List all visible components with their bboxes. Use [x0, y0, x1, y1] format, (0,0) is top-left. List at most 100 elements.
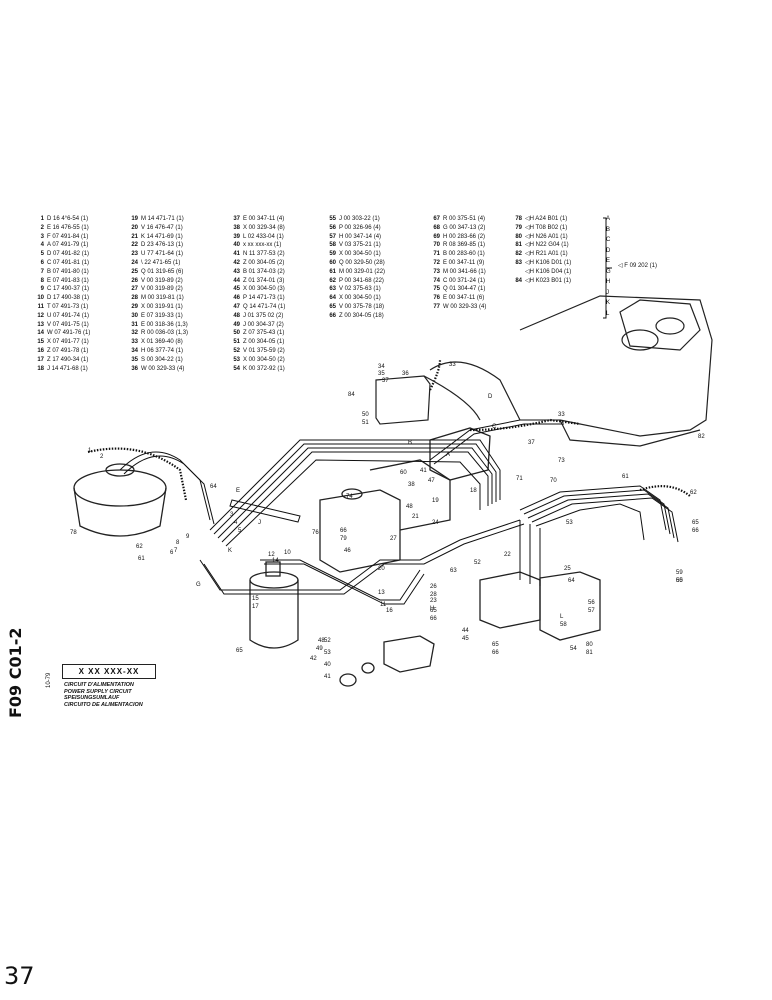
part-item-number: 3 — [40, 233, 44, 240]
part-row: 82◁H R21 A01 (1) — [508, 251, 567, 258]
part-item-number: 28 — [131, 295, 138, 302]
part-item-number: 73 — [433, 268, 440, 275]
part-reference: Q 01 304-47 (1) — [443, 286, 486, 293]
part-item-number: 32 — [131, 330, 138, 337]
part-reference: Z 00 304-05 (18) — [339, 312, 384, 319]
part-reference: V 07 491-75 (1) — [47, 321, 89, 328]
tank-left — [73, 463, 167, 537]
part-reference: C 17 490-37 (1) — [47, 286, 90, 293]
part-item-number: 19 — [131, 216, 138, 222]
callout-label: 65 — [430, 608, 437, 614]
callout-label: 65 — [692, 520, 699, 526]
part-reference: J 14 471-68 (1) — [47, 365, 88, 372]
callout-label: 14 — [272, 558, 279, 564]
part-reference: V 00 375-78 (18) — [339, 304, 385, 310]
part-reference: R 00 036-03 (1,3) — [141, 330, 189, 337]
callout-label: 47 — [428, 478, 435, 484]
part-reference: Z 00 304-05 (1) — [243, 339, 285, 346]
callout-label: 8 — [176, 540, 180, 546]
callout-label: 80 — [586, 642, 593, 648]
callout-label: 34 — [378, 364, 385, 370]
part-reference: X 00 329-34 (8) — [243, 224, 285, 231]
circuit-letter: G — [606, 268, 611, 275]
part-item-number: 51 — [233, 339, 240, 346]
upper-reservoir — [375, 361, 521, 425]
part-reference: Z 01 374-01 (3) — [243, 277, 285, 284]
part-item-number: 29 — [131, 304, 138, 310]
circuit-letter: B — [606, 226, 611, 233]
part-reference: U 07 491-74 (1) — [47, 312, 90, 319]
callout-label: 25 — [564, 566, 571, 572]
part-row: 79◁H T08 B02 (1) — [508, 225, 567, 232]
part-item-number: 52 — [233, 348, 240, 354]
callout-label: 12 — [268, 552, 275, 558]
part-row: 84◁H K023 B01 (1) — [508, 278, 571, 285]
part-reference: X 00 304-50 (2) — [243, 356, 285, 363]
part-item-number: 33 — [131, 339, 138, 346]
part-reference: X 01 369-40 (8) — [141, 339, 183, 346]
callout-label: 56 — [588, 600, 595, 606]
part-reference: X 00 304-50 (3) — [243, 286, 285, 293]
part-item-number: 67 — [433, 216, 440, 222]
part-item-number: 13 — [37, 321, 44, 328]
part-reference: X 07 491-77 (1) — [47, 339, 89, 346]
callout-label: 55 — [676, 578, 683, 584]
part-item-number: 61 — [329, 268, 336, 275]
part-reference: D 23 476-13 (1) — [141, 242, 184, 249]
part-reference: W 07 491-76 (1) — [47, 330, 91, 337]
callout-label: 17 — [252, 604, 259, 610]
title-de: SPEISUNGSUMLAUF — [64, 695, 120, 701]
part-reference: Q 14 471-74 (1) — [243, 304, 286, 310]
part-reference: C 07 491-81 (1) — [47, 260, 90, 266]
part-item-number: 58 — [329, 242, 336, 249]
part-item-number: 8 — [40, 277, 44, 284]
small-block-part — [339, 635, 435, 687]
part-reference: H 06 377-74 (1) — [141, 348, 184, 354]
callout-label: 82 — [698, 434, 705, 440]
part-reference: F 07 491-84 (1) — [47, 233, 89, 240]
callout-label: A — [446, 452, 451, 458]
part-item-number: 76 — [433, 295, 440, 302]
part-reference: V 01 375-59 (2) — [243, 348, 285, 354]
part-item-number: 43 — [233, 268, 240, 275]
part-item-number: 17 — [37, 356, 44, 363]
callout-label: 74 — [346, 494, 353, 500]
callout-label: 66 — [692, 528, 699, 534]
part-reference: V 03 375-21 (1) — [339, 242, 381, 249]
callout-label: 41 — [420, 468, 427, 474]
callout-label: 78 — [70, 530, 77, 536]
part-row: 78◁H A24 B01 (1) — [508, 216, 567, 223]
part-reference: ◁H A24 B01 (1) — [525, 216, 568, 222]
part-reference: G 00 347-13 (2) — [443, 224, 486, 231]
part-item-number: 44 — [233, 277, 240, 284]
callout-label: 1 — [88, 448, 92, 454]
part-number-box: X XX XXX-XX — [62, 664, 156, 679]
callout-label: 45 — [462, 636, 469, 642]
callout-label: 4 — [234, 520, 238, 526]
circuit-letter: J — [606, 289, 609, 296]
callout-label: 37 — [382, 378, 389, 384]
callout-label: 62 — [136, 544, 143, 550]
part-item-number: 46 — [233, 295, 240, 302]
